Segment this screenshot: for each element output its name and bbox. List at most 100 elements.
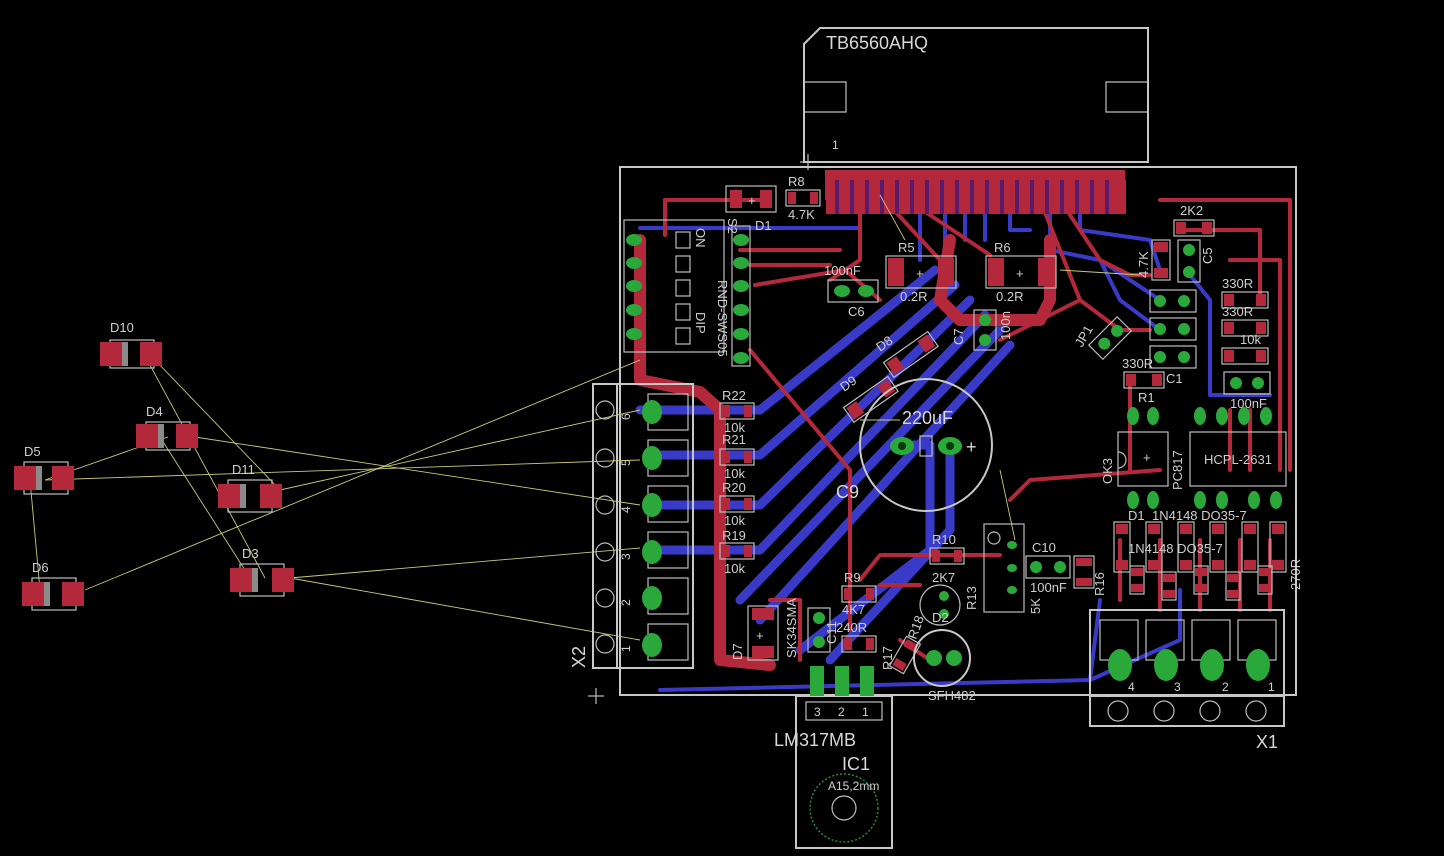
diode-d1[interactable]: + D1	[725, 185, 777, 233]
s2-on-label: ON	[693, 228, 708, 248]
c5-label: C5	[1200, 247, 1215, 264]
d6-label: D6	[32, 560, 49, 575]
x1-label: X1	[1256, 732, 1278, 752]
c6-label: C6	[848, 304, 865, 319]
resistor-r21[interactable]: R21 10k	[719, 432, 755, 481]
r19-value: 10k	[724, 561, 745, 576]
diode-d7[interactable]: + D7 SK34SMA	[730, 598, 799, 661]
optocoupler-pc817[interactable]: + OK3 PC817	[1100, 407, 1185, 509]
x2-pin-4: 4	[619, 506, 633, 513]
trimmer-r13[interactable]: R13 5K	[964, 523, 1043, 614]
resistor-330r-c[interactable]: 330R R1	[1122, 356, 1165, 405]
r13-label: R13	[964, 586, 979, 610]
d2-label: D2	[932, 610, 949, 625]
led-sfh482[interactable]: D2 SFH482	[913, 584, 976, 703]
connector-x1[interactable]: 4 3 2 1 X1	[1089, 609, 1285, 752]
diode-d3[interactable]: D3	[230, 546, 294, 597]
resistor-r5[interactable]: + R5 0.2R	[885, 240, 957, 304]
capacitor-100nf-right[interactable]: 100nF	[1223, 371, 1271, 411]
capacitor-c11[interactable]: C11	[807, 607, 839, 653]
diode-d8[interactable]	[882, 330, 939, 379]
tb6560-chip[interactable]: TB6560AHQ 1	[803, 27, 1149, 163]
diode-d4[interactable]: D4	[136, 404, 198, 451]
r10-value: 2K7	[932, 570, 955, 585]
c9-value: 220uF	[902, 408, 953, 428]
board-outline	[619, 166, 1297, 696]
resistor-r17[interactable]: 240R R17	[836, 620, 895, 670]
diode-d5[interactable]: D5	[14, 444, 74, 495]
diode-d10[interactable]: D10	[100, 320, 162, 369]
svg-text:+: +	[916, 266, 924, 281]
resistor-r10[interactable]: R10 2K7	[929, 532, 965, 585]
d7-value: SK34SMA	[784, 598, 799, 658]
reg-pin-1: 1	[862, 705, 869, 719]
capacitor-stack[interactable]: C1	[1149, 289, 1197, 386]
diode-d11[interactable]: D11	[218, 462, 282, 513]
dip-switch-s2[interactable]: S2 ON RND-SWS05 DIP	[623, 218, 751, 367]
ok3-label: OK3	[1100, 458, 1115, 484]
capacitor-c9[interactable]: + 220uF C9	[836, 378, 993, 512]
x1-pin-3: 3	[1174, 680, 1181, 694]
x2-pin-6: 6	[619, 413, 633, 420]
pc817-label: PC817	[1170, 450, 1185, 490]
ic1-label: IC1	[842, 754, 870, 774]
resistor-r8[interactable]: R8 4.7K	[785, 174, 821, 222]
lm317-label: LM317MB	[774, 730, 856, 750]
jp1-label: JP1	[1072, 323, 1096, 350]
resistor-r18[interactable]	[888, 635, 922, 675]
r17-label: R17	[880, 646, 895, 670]
capacitor-c5[interactable]: C5	[1177, 239, 1215, 283]
r21-value: 10k	[724, 466, 745, 481]
resistor-4k7[interactable]: 4.7K	[1136, 239, 1171, 281]
d5-label: D5	[24, 444, 41, 459]
d11-label: D11	[232, 462, 255, 477]
jumper-jp1[interactable]	[1087, 315, 1133, 361]
resistor-r22[interactable]: R22 10k	[719, 388, 755, 435]
diode-d6[interactable]: D6	[22, 560, 84, 611]
x2-pin-3: 3	[619, 553, 633, 560]
regulator-lm317[interactable]: 3 2 1 LM317MB IC1 A15,2mm	[774, 666, 893, 849]
resistor-r9[interactable]: R9 4K7	[841, 570, 877, 617]
resistor-r16[interactable]: R16	[1073, 555, 1107, 596]
capacitor-c10[interactable]: C10 100nF	[1025, 540, 1071, 595]
r8-label: R8	[788, 174, 805, 189]
diode-strip[interactable]: D1 1N4148 DO35-7 1N4148 DO35-7 270R	[1113, 508, 1303, 601]
svg-text:+: +	[966, 437, 977, 457]
capacitor-c6[interactable]: 100nF C6	[824, 263, 879, 319]
strip-row1-label: 1N4148 DO35-7	[1152, 508, 1247, 523]
r47k-label: 4.7K	[1136, 251, 1151, 278]
c6-value: 100nF	[824, 263, 861, 278]
connector-x2[interactable]: 6 5 4 3 2 1 X2	[569, 383, 694, 669]
d1-label: D1	[755, 218, 772, 233]
resistor-r19[interactable]: R19 10k	[719, 528, 755, 576]
airwires	[29, 194, 1141, 641]
resistor-2k2[interactable]: 2K2	[1173, 203, 1215, 237]
resistor-r20[interactable]: R20 10k	[719, 480, 755, 528]
strip-row2-label: 1N4148 DO35-7	[1128, 541, 1223, 556]
resistor-10k-right[interactable]: 10k	[1221, 332, 1269, 365]
r6-label: R6	[994, 240, 1011, 255]
strip-d1-label: D1	[1128, 508, 1145, 523]
resistor-330r-a[interactable]: 330R	[1221, 276, 1269, 309]
x1-pin-2: 2	[1222, 680, 1229, 694]
capacitor-c7[interactable]: C7 100n	[951, 309, 1013, 351]
diode-d9[interactable]	[842, 375, 899, 424]
optocoupler-hcpl2631[interactable]: HCPL-2631	[1189, 407, 1287, 509]
resistor-r6[interactable]: + R6 0.2R	[985, 240, 1057, 304]
r16-label: R16	[1092, 572, 1107, 596]
r22-label: R22	[722, 388, 746, 403]
r20-value: 10k	[724, 513, 745, 528]
r22-value: 10k	[724, 420, 745, 435]
d4-label: D4	[146, 404, 163, 419]
r9-value: 4K7	[842, 602, 865, 617]
c100nf-label: 100nF	[1230, 396, 1267, 411]
s2-dip-label: DIP	[693, 312, 708, 334]
svg-text:+: +	[756, 628, 764, 643]
r330a-label: 330R	[1222, 276, 1253, 291]
tb6560-label: TB6560AHQ	[826, 33, 928, 53]
x1-pin-4: 4	[1128, 680, 1135, 694]
strip-row3-label: 270R	[1288, 559, 1303, 590]
resistor-330r-b[interactable]: 330R	[1221, 304, 1269, 337]
s2-value: RND-SWS05	[715, 280, 730, 357]
